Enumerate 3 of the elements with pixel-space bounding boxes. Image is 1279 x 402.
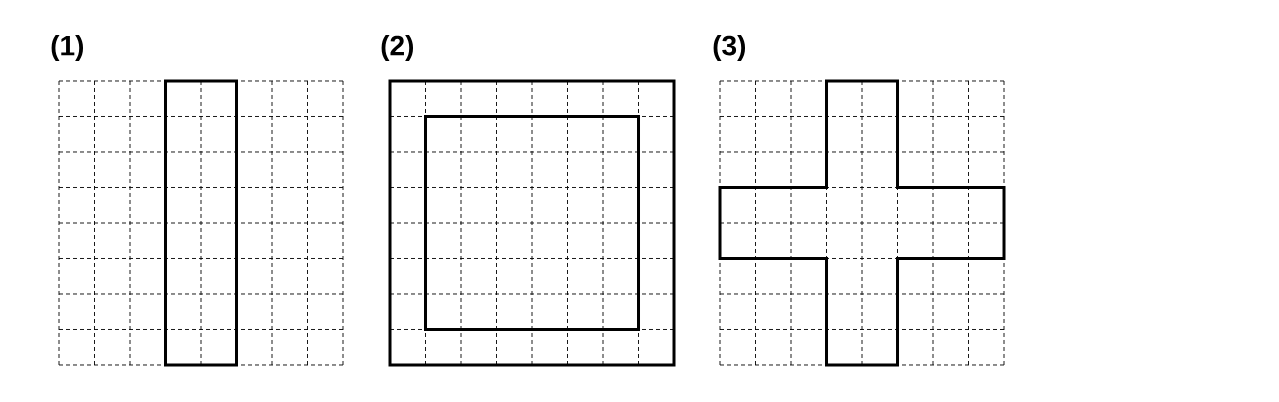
problem-number: (2) xyxy=(381,34,414,62)
problem-number: (3) xyxy=(713,34,746,62)
problem-number: (1) xyxy=(51,34,84,62)
